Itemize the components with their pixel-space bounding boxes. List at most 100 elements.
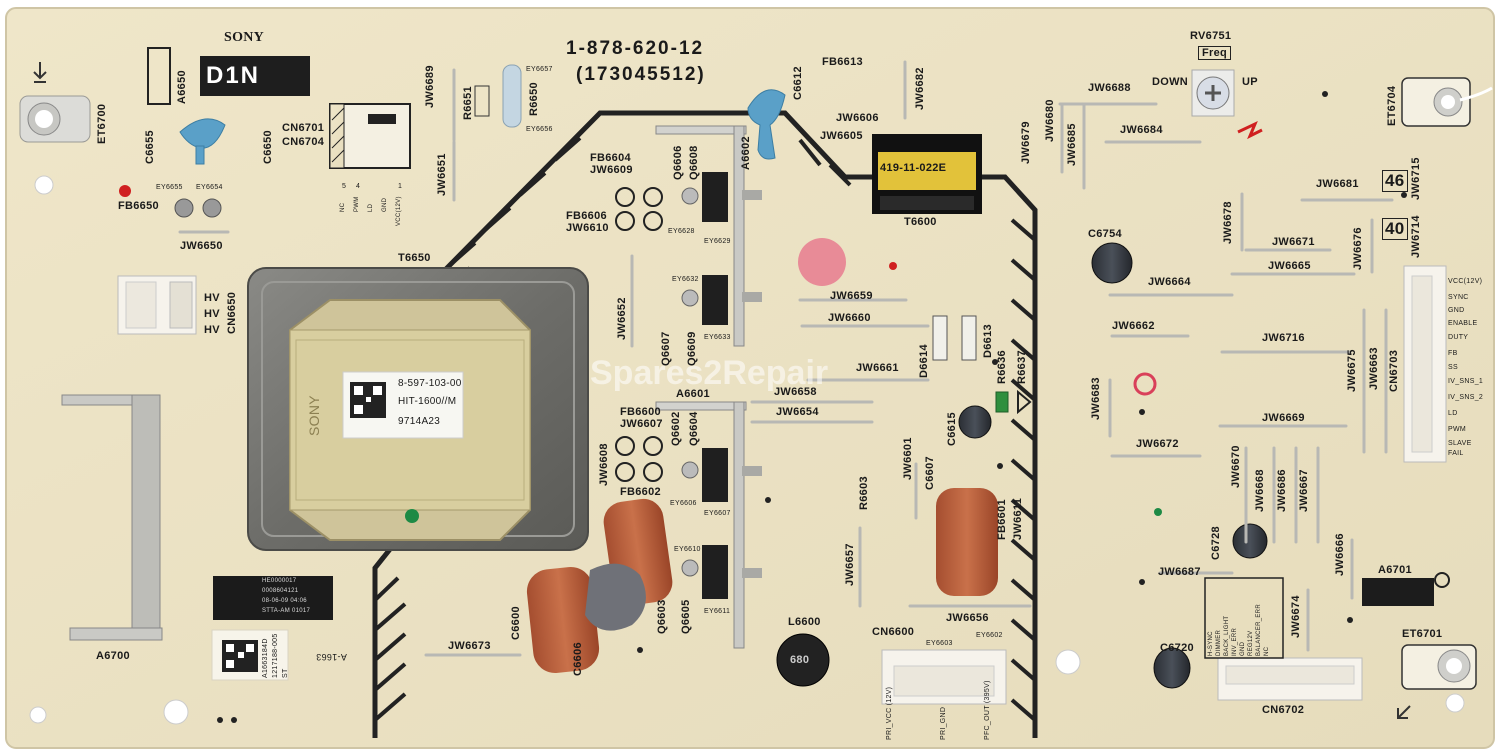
label-jw6666: JW6666 — [1334, 533, 1346, 576]
cn6703-pin-9: IV_SNS_2 — [1448, 394, 1484, 401]
label-cn6704: CN6704 — [282, 136, 325, 148]
label-jw6685: JW6685 — [1066, 123, 1078, 166]
sticker-line-2: 0008604121 — [262, 588, 299, 594]
label-cn6703: CN6703 — [1388, 349, 1400, 392]
cn6701-pin-number-4: 4 — [356, 183, 361, 190]
cn6703-pin-7: SS — [1448, 364, 1458, 371]
label-ey6657: EY6657 — [526, 66, 553, 73]
transformer-label-line-3: 9714A23 — [398, 416, 441, 427]
label-jw6672: JW6672 — [1136, 438, 1179, 450]
cn6703-pin-11: PWM — [1448, 426, 1467, 433]
label-ey6607: EY6607 — [704, 510, 731, 517]
label-cn6702: CN6702 — [1262, 704, 1305, 716]
label-jw6601: JW6601 — [902, 437, 914, 480]
mounting-holes — [29, 175, 1465, 725]
part-number: 1-878-620-12 — [566, 38, 705, 59]
heatsink-bracket-a6700 — [61, 394, 163, 641]
ground-lug-et6704 — [1401, 77, 1493, 127]
cn6703-pin-6: FB — [1448, 350, 1458, 357]
brand-text: SONY — [224, 30, 265, 45]
label-jw6716: JW6716 — [1262, 332, 1305, 344]
label-r6603: R6603 — [858, 476, 870, 510]
label-c6728: C6728 — [1210, 526, 1222, 560]
d1n-logo-box — [200, 56, 310, 96]
label-r6636: R6636 — [996, 350, 1008, 384]
label-jw6611: JW6611 — [1012, 497, 1024, 540]
cn6702-pin-1: H-SYNC — [1208, 631, 1214, 656]
label-t6650: T6650 — [398, 252, 431, 264]
label-ey6603: EY6603 — [926, 640, 953, 647]
label-a6701: A6701 — [1378, 564, 1412, 576]
label-jw6609: JW6609 — [590, 164, 633, 176]
flux-stain — [798, 238, 846, 286]
cn6702-pin-6: REG12V — [1248, 630, 1254, 656]
label-ey6632: EY6632 — [672, 276, 699, 283]
label-c6615: C6615 — [946, 412, 958, 446]
transformer-brand: SONY — [306, 395, 322, 436]
label-jw6606: JW6606 — [836, 112, 879, 124]
label-q6608: Q6608 — [688, 145, 700, 180]
label-fb6604: FB6604 — [590, 152, 631, 164]
label-q6603: Q6603 — [656, 599, 668, 634]
label-cn6600: CN6600 — [872, 626, 915, 638]
label-et6704: ET6704 — [1386, 85, 1398, 126]
cn6702-pin-3: BACK_LIGHT — [1224, 615, 1230, 656]
label-fb6606: FB6606 — [566, 210, 607, 222]
label-jw6660: JW6660 — [828, 312, 871, 324]
label-jw6652: JW6652 — [616, 297, 628, 340]
label-jw6656: JW6656 — [946, 612, 989, 624]
label-jw6657: JW6657 — [844, 543, 856, 586]
label-jw6658: JW6658 — [774, 386, 817, 398]
electrolytic-capacitors — [958, 242, 1268, 689]
label-d6613: D6613 — [982, 324, 994, 358]
ferrite-bead-pads — [615, 187, 663, 482]
label-jw6681: JW6681 — [1316, 178, 1359, 190]
label-jw6679: JW6679 — [1020, 121, 1032, 164]
trimmer-rv6751 — [1191, 69, 1235, 117]
label-jw6674: JW6674 — [1290, 595, 1302, 638]
cn6703-pin-1: VCC(12V) — [1448, 278, 1483, 285]
label-jw6607: JW6607 — [620, 418, 663, 430]
inductor-marking: 680 — [790, 654, 810, 666]
cn6702-pin-7: BALANCER_ERR — [1256, 604, 1262, 656]
cn6600-pin-3: PFC_OUT (395V) — [984, 680, 991, 740]
via-dots — [217, 91, 1407, 723]
label-jw6689: JW6689 — [424, 65, 436, 108]
label-jw6610: JW6610 — [566, 222, 609, 234]
qr-code-pattern — [222, 640, 258, 672]
rv6751-sub: Freq — [1198, 46, 1232, 60]
label-jw6654: JW6654 — [776, 406, 819, 418]
label-jw6676: JW6676 — [1352, 227, 1364, 270]
ground-lug-et6700 — [19, 95, 91, 143]
cn6701-pin-number-1: 1 — [398, 183, 403, 190]
label-jw6680: JW6680 — [1044, 99, 1056, 142]
label-a6601: A6601 — [676, 388, 710, 400]
cn6701-outline — [329, 103, 411, 169]
label-jw6661: JW6661 — [856, 362, 899, 374]
label-c6600: C6600 — [510, 606, 522, 640]
label-q6604: Q6604 — [688, 411, 700, 446]
cn6703-pin-8: IV_SNS_1 — [1448, 378, 1484, 385]
cn6702-pin-5: GND — [1240, 641, 1246, 656]
label-jw6715: JW6715 — [1410, 157, 1422, 200]
cn6701-pin-pwm: PWM — [354, 196, 360, 212]
sticker-line-4: STTA-AM 01017 — [262, 608, 311, 614]
label-q6609: Q6609 — [686, 331, 698, 366]
flyback-label: 419-11-022E — [880, 162, 947, 174]
transformer-label-line-1: 8-597-103-00 — [398, 378, 462, 389]
label-jw6678: JW6678 — [1222, 201, 1234, 244]
label-q6605: Q6605 — [680, 599, 692, 634]
label-jw6671: JW6671 — [1272, 236, 1315, 248]
label-c6650: C6650 — [262, 130, 274, 164]
label-jw6663: JW6663 — [1368, 347, 1380, 390]
cn6703-pin-13: FAIL — [1448, 450, 1464, 457]
cn6703-pin-5: DUTY — [1448, 334, 1469, 341]
cn6650-pin-1: HV — [204, 292, 220, 304]
label-fb6600: FB6600 — [620, 406, 661, 418]
label-a6602: A6602 — [740, 136, 752, 170]
label-jw6675: JW6675 — [1346, 349, 1358, 392]
cn6600-pin-2: PRI_GND — [940, 706, 947, 740]
label-ey6628: EY6628 — [668, 228, 695, 235]
qr-sticker-side-text: A-1663 — [316, 652, 347, 662]
cn6701-pin-ld: LD — [368, 203, 374, 212]
